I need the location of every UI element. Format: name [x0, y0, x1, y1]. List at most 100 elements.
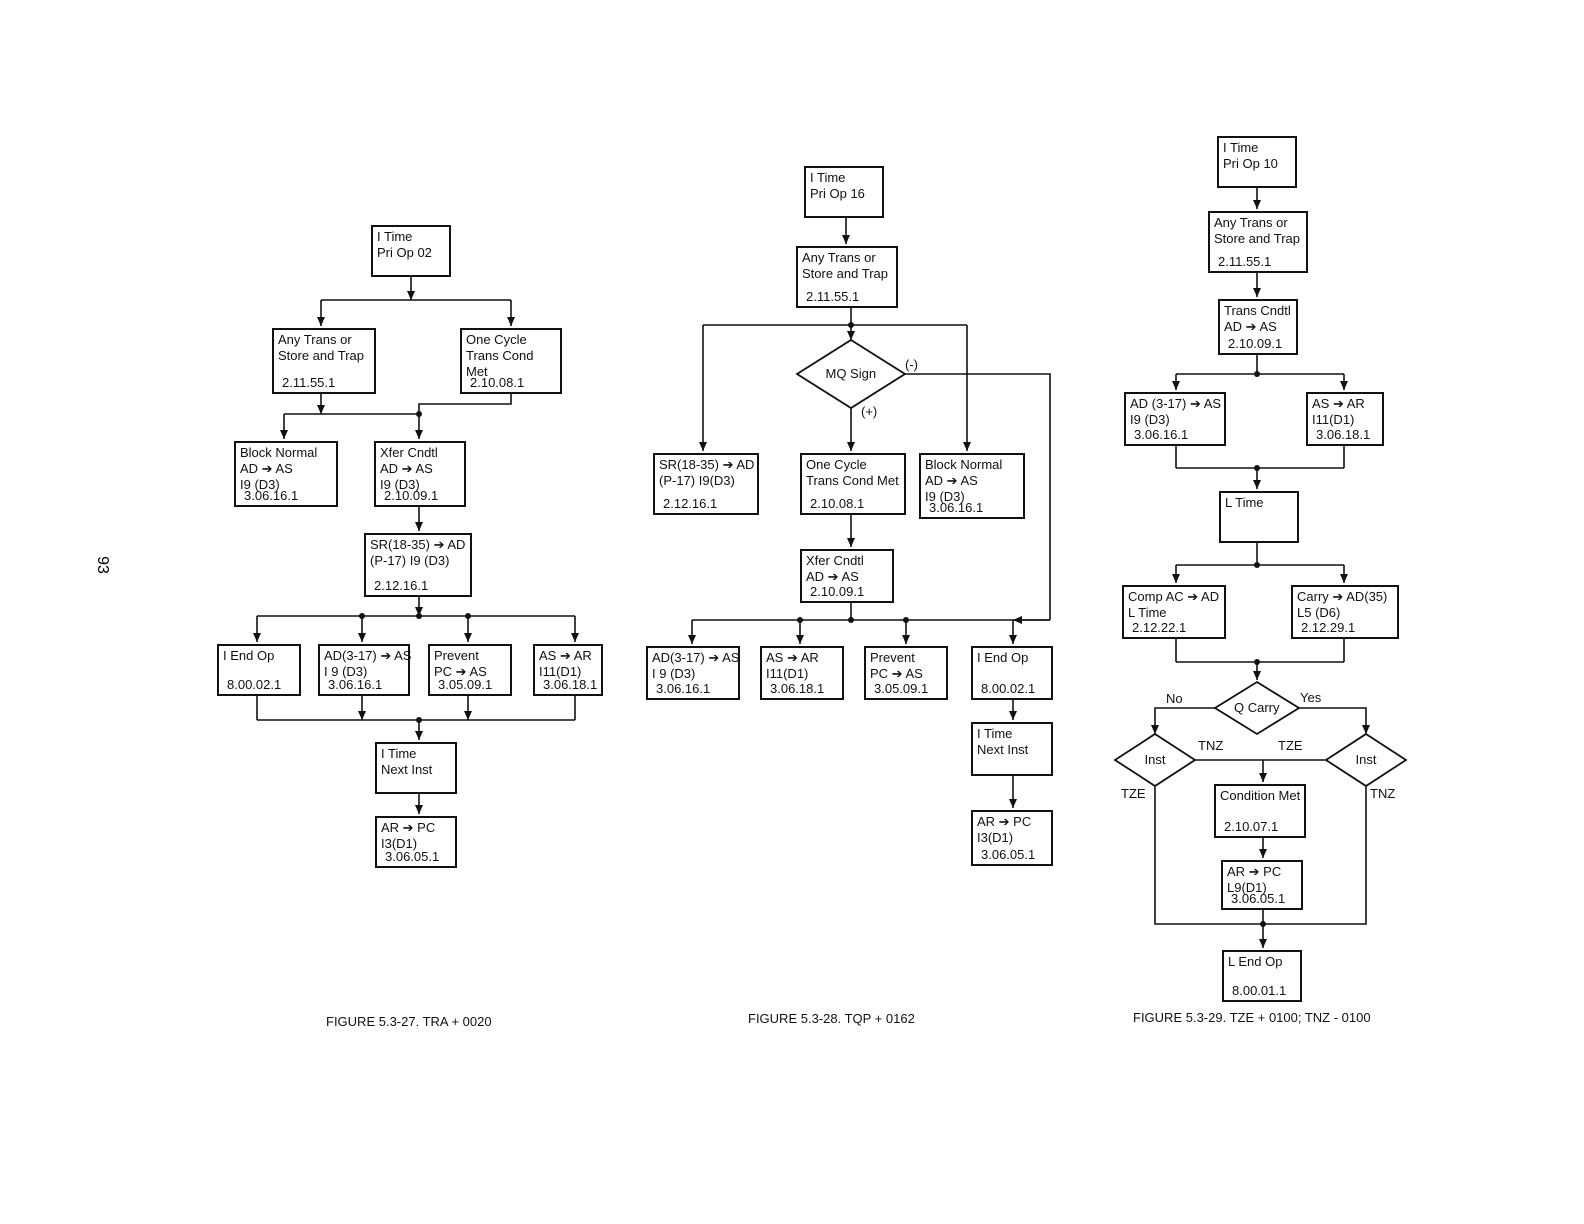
q-carry-decision: [1213, 680, 1301, 736]
box-line: Prevent: [870, 650, 915, 665]
box-line: L Time: [1225, 495, 1264, 510]
box-line: I9 (D3): [1130, 412, 1170, 427]
box-line: I End Op: [977, 650, 1029, 665]
box-line: L5 (D6): [1297, 605, 1341, 620]
box-line: PC ➔ AS: [434, 664, 487, 679]
page-number: 93: [93, 556, 111, 574]
minus-branch-label: (-): [905, 357, 918, 372]
inst-left-decision-label: Inst: [1144, 752, 1166, 767]
box-line: I9 (D3): [240, 477, 280, 492]
box-reference: 3.06.16.1: [929, 500, 984, 515]
box-line: I Time: [377, 229, 413, 244]
box-reference: 3.06.18.1: [770, 681, 825, 696]
box-reference: 8.00.01.1: [1232, 983, 1287, 998]
box-reference: 3.06.16.1: [656, 681, 711, 696]
connector: [1154, 786, 1263, 925]
connector: [1263, 786, 1367, 925]
fig2-box-i-end-op: I End Op 8.00.02.1: [971, 646, 1053, 700]
box-reference: 8.00.02.1: [227, 677, 282, 692]
tze-right-label: TZE: [1278, 738, 1303, 753]
box-line: AS ➔ AR: [1312, 396, 1365, 411]
box-reference: 2.12.16.1: [663, 496, 718, 511]
box-reference: 2.11.55.1: [806, 289, 860, 304]
box-line: L Time: [1128, 605, 1167, 620]
junction-dot: [359, 613, 365, 619]
box-line: I Time: [381, 746, 417, 761]
connector: [1151, 707, 1215, 734]
box-reference: 2.11.55.1: [1218, 254, 1272, 269]
junction-dot: [903, 617, 909, 623]
box-line: AD ➔ AS: [1224, 319, 1277, 334]
box-reference: 3.06.16.1: [1134, 427, 1189, 442]
box-line: Trans Cond Met: [806, 473, 899, 488]
box-reference: 2.10.07.1: [1224, 819, 1279, 834]
fig1-caption: FIGURE 5.3-27. TRA + 0020: [326, 1014, 492, 1029]
box-line: L End Op: [1228, 954, 1283, 969]
box-line: I3(D1): [381, 836, 418, 851]
box-reference: 3.06.05.1: [385, 849, 440, 864]
box-line: AD ➔ AS: [380, 461, 433, 476]
box-line: I End Op: [223, 648, 275, 663]
fig2-caption: FIGURE 5.3-28. TQP + 0162: [748, 1011, 915, 1026]
junction-dot: [416, 613, 422, 619]
box-line: Any Trans or: [802, 250, 876, 265]
fig2-box-sr: SR(18-35) ➔ AD(P-17) I9(D3) 2.12.16.1: [653, 453, 759, 515]
box-reference: 3.06.16.1: [244, 488, 299, 503]
box-line: Any Trans or: [1214, 215, 1288, 230]
connector: [418, 394, 512, 414]
box-line: Comp AC ➔ AD: [1128, 589, 1220, 604]
box-line: (P-17) I9(D3): [659, 473, 735, 488]
box-line: AD ➔ AS: [806, 569, 859, 584]
inst-right-decision-label: Inst: [1355, 752, 1377, 767]
box-reference: 2.12.29.1: [1301, 620, 1356, 635]
box-reference: 2.10.09.1: [1228, 336, 1283, 351]
box-line: SR(18-35) ➔ AD: [659, 457, 755, 472]
box-reference: 3.06.05.1: [981, 847, 1036, 862]
box-reference: 2.10.08.1: [470, 375, 525, 390]
junction-dot: [465, 613, 471, 619]
box-line: AS ➔ AR: [766, 650, 819, 665]
box-line: One Cycle: [466, 332, 527, 347]
box-line: SR(18-35) ➔ AD: [370, 537, 466, 552]
plus-branch-label: (+): [861, 404, 878, 419]
fig1-box-sr: SR(18-35) ➔ AD(P-17) I9 (D3)2.12.16.1: [364, 533, 472, 597]
box-reference: 8.00.02.1: [981, 681, 1036, 696]
box-line: Trans Cndtl: [1224, 303, 1291, 318]
box-line: Pri Op 02: [377, 245, 432, 260]
box-reference: 2.12.22.1: [1132, 620, 1187, 635]
box-line: I11(D1): [766, 666, 809, 681]
box-line: Pri Op 10: [1223, 156, 1278, 171]
box-line: I11(D1): [539, 664, 582, 679]
box-reference: 2.10.09.1: [810, 584, 865, 599]
box-line: Block Normal: [240, 445, 318, 460]
box-line: AD ➔ AS: [925, 473, 978, 488]
fig1-box-i-end-op: I End Op 8.00.02.1: [217, 644, 301, 696]
box-line: Trans Cond: [466, 348, 534, 363]
box-line: Block Normal: [925, 457, 1003, 472]
junction-dot: [416, 411, 422, 417]
box-line: AR ➔ PC: [381, 820, 436, 835]
